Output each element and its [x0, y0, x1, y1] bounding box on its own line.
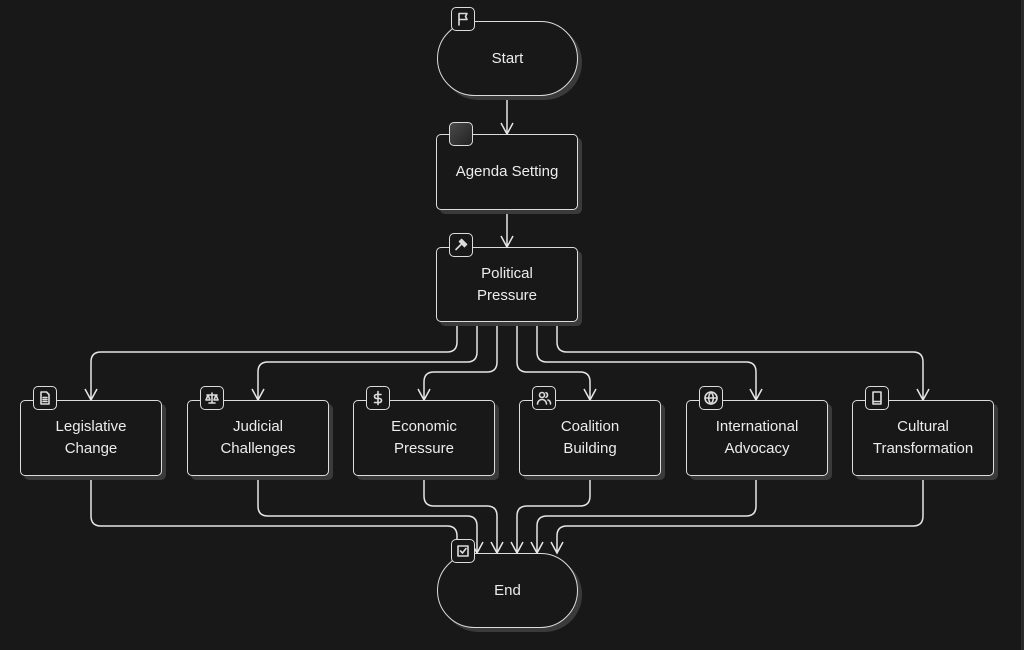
node-agenda-setting[interactable]: Agenda Setting — [436, 134, 578, 210]
node-legislative-change[interactable]: Legislative Change — [20, 400, 162, 476]
node-economic-pressure[interactable]: Economic Pressure — [353, 400, 495, 476]
node-judicial-challenges[interactable]: Judicial Challenges — [187, 400, 329, 476]
node-coalition-building[interactable]: Coalition Building — [519, 400, 661, 476]
globe-icon — [699, 386, 723, 410]
document-icon — [33, 386, 57, 410]
edge-political-legislative — [90, 322, 458, 399]
node-label: Agenda Setting — [455, 163, 559, 180]
edge-political-international — [536, 322, 757, 399]
edge-cultural-end — [556, 476, 924, 552]
node-label: Cultural Transformation — [872, 418, 974, 457]
edge-judicial-end — [257, 476, 478, 552]
edge-political-coalition — [516, 322, 591, 399]
node-political-pressure[interactable]: Political Pressure — [436, 247, 578, 322]
node-start[interactable]: Start — [437, 21, 578, 96]
users-icon — [532, 386, 556, 410]
gavel-icon — [449, 233, 473, 257]
node-cultural-transformation[interactable]: Cultural Transformation — [852, 400, 994, 476]
edge-legislative-end — [90, 476, 458, 552]
node-label: Economic Pressure — [391, 418, 457, 457]
edge-political-economic — [423, 322, 498, 399]
node-label: Start — [491, 49, 524, 67]
node-label: International Advocacy — [715, 418, 799, 457]
node-label: Political Pressure — [476, 264, 538, 304]
node-end[interactable]: End — [437, 553, 578, 628]
dollar-icon — [366, 386, 390, 410]
book-icon — [865, 386, 889, 410]
edge-coalition-end — [516, 476, 591, 552]
node-label: Judicial Challenges — [220, 418, 296, 457]
blank-square-icon — [449, 122, 473, 146]
edge-international-end — [536, 476, 757, 552]
edge-political-judicial — [257, 322, 478, 399]
canvas-edge — [1021, 0, 1024, 650]
node-label: Legislative Change — [55, 418, 127, 457]
scale-icon — [200, 386, 224, 410]
flag-icon — [451, 7, 475, 31]
edge-economic-end — [423, 476, 498, 552]
node-label: Coalition Building — [560, 418, 620, 457]
node-international-advocacy[interactable]: International Advocacy — [686, 400, 828, 476]
arrowhead — [550, 541, 564, 555]
edge-political-cultural — [556, 322, 924, 399]
node-label: End — [494, 581, 521, 599]
checkbox-icon — [451, 539, 475, 563]
